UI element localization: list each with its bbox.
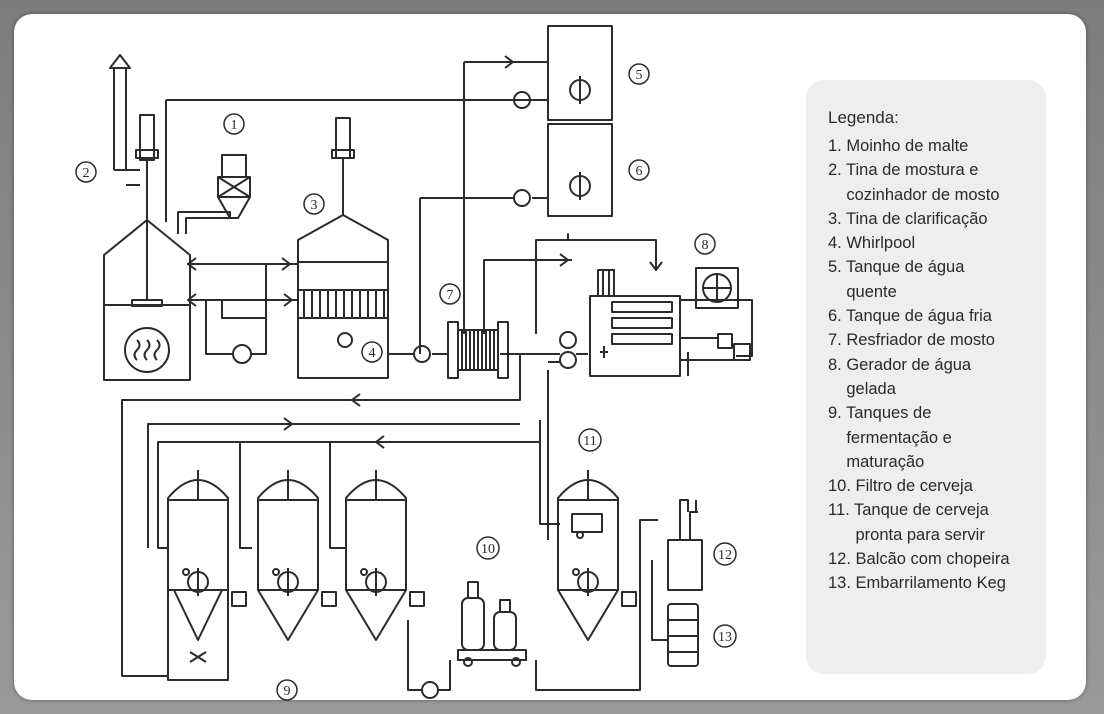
legend-item: 2. Tina de mostura e	[828, 161, 979, 180]
bright-beer-tank	[557, 470, 637, 641]
legend-item: 5. Tanque de água	[828, 258, 965, 277]
svg-text:7: 7	[447, 288, 454, 303]
legend-item: 9. Tanques de	[828, 404, 932, 423]
svg-text:12: 12	[718, 548, 732, 563]
callout-1: 1	[223, 113, 245, 135]
svg-text:2: 2	[83, 166, 90, 181]
legend-item: 4. Whirlpool	[828, 234, 916, 253]
beer-filter	[457, 581, 527, 667]
callout-11: 11	[578, 428, 602, 452]
svg-text:3: 3	[311, 198, 318, 213]
legend-item: pronta para servir	[828, 525, 985, 544]
wort-cooler	[447, 321, 509, 379]
callout-10: 10	[476, 536, 500, 560]
legend-list: 1. Moinho de malte 2. Tina de mostura e …	[828, 134, 1010, 596]
callout-13: 13	[713, 624, 737, 648]
legend-panel	[806, 80, 1046, 674]
callout-8: 8	[694, 233, 716, 255]
svg-text:8: 8	[702, 238, 709, 253]
fermentation-tank-3	[345, 470, 425, 641]
svg-text:5: 5	[636, 68, 643, 83]
callout-5: 5	[628, 63, 650, 85]
callout-3: 3	[303, 193, 325, 215]
legend-item: 13. Embarrilamento Keg	[828, 574, 1006, 593]
callout-2: 2	[75, 161, 97, 183]
svg-text:11: 11	[583, 434, 596, 449]
legend-item: gelada	[828, 379, 896, 398]
cold-water-tank	[547, 123, 613, 217]
legend-item: 1. Moinho de malte	[828, 137, 969, 155]
legend-item: maturação	[828, 452, 925, 471]
svg-text:6: 6	[636, 164, 643, 179]
legend-item: fermentação e	[828, 428, 952, 447]
legend-title: Legenda:	[828, 108, 899, 127]
legend-item: 3. Tina de clarificação	[828, 209, 988, 228]
malt-mill	[177, 154, 251, 234]
svg-text:1: 1	[231, 118, 238, 133]
legend-item: cozinhador de mosto	[828, 185, 1000, 204]
svg-text:4: 4	[369, 346, 376, 361]
fermentation-tank-2	[257, 470, 337, 641]
mash-tun-wort-boiler	[103, 54, 191, 381]
callout-4: 4	[361, 341, 383, 363]
pumps	[232, 91, 577, 699]
draft-counter	[667, 499, 703, 591]
callout-12: 12	[713, 542, 737, 566]
legend-item: 11. Tanque de cerveja	[828, 501, 989, 520]
callout-7: 7	[439, 283, 461, 305]
callout-6: 6	[628, 159, 650, 181]
fermentation-tank-1	[167, 470, 247, 681]
lauter-tun-whirlpool	[297, 117, 389, 379]
svg-text:13: 13	[718, 630, 732, 645]
legend-item: 7. Resfriador de mosto	[828, 331, 995, 350]
legend-item: quente	[828, 282, 897, 301]
process-piping	[121, 55, 668, 691]
legend-item: 6. Tanque de água fria	[828, 307, 992, 326]
hot-water-tank	[547, 25, 613, 121]
svg-text:9: 9	[284, 684, 291, 699]
svg-text:10: 10	[481, 542, 495, 557]
callout-9: 9	[276, 679, 298, 701]
keg	[667, 603, 699, 667]
legend-item: 8. Gerador de água	[828, 355, 972, 374]
legend-item: 12. Balcão com chopeira	[828, 550, 1010, 569]
legend-item: 10. Filtro de cerveja	[828, 477, 973, 496]
chilled-water-generator	[589, 267, 753, 377]
